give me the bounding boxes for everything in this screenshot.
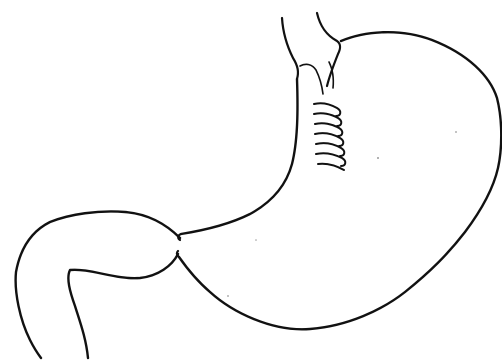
- esophagus: [282, 13, 340, 94]
- speck: [255, 239, 257, 241]
- esophagus-left-wall: [282, 18, 298, 79]
- lesser-curvature: [181, 79, 297, 234]
- suture-loops: [314, 103, 345, 170]
- speck: [377, 157, 379, 159]
- esophagus-right-wall: [317, 13, 340, 86]
- duodenum: [16, 211, 180, 358]
- duodenum-inner-wall: [68, 254, 178, 358]
- suture-loop: [318, 164, 344, 170]
- speck: [227, 295, 229, 297]
- duodenum-outer-wall: [16, 211, 180, 358]
- speck: [455, 131, 457, 133]
- esophagus-inner-fold: [300, 64, 323, 94]
- greater-curvature: [179, 32, 501, 329]
